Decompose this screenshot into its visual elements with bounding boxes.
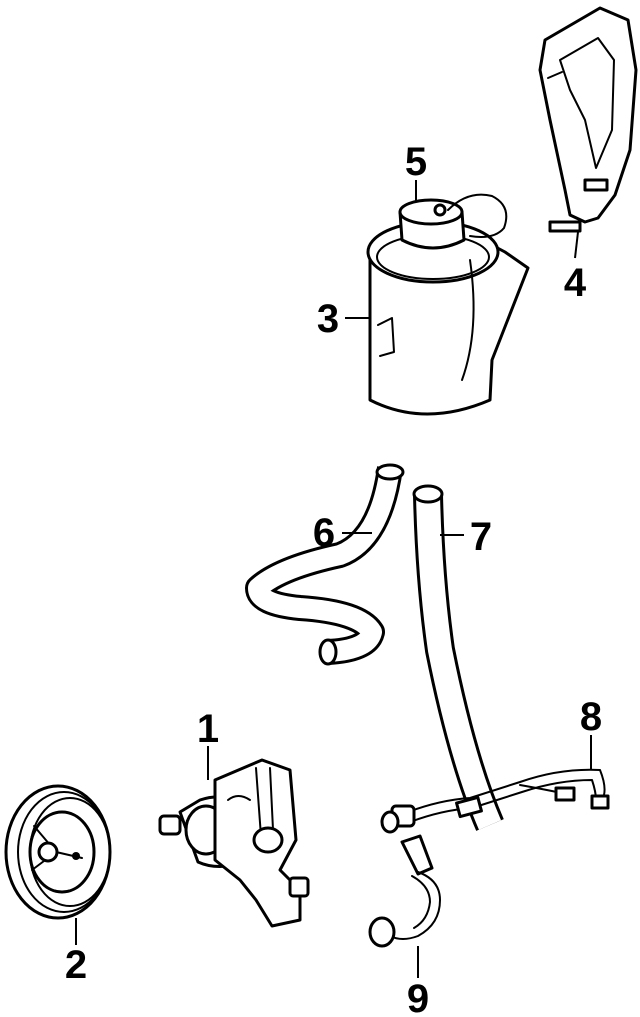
callout-3: 3 <box>317 297 339 341</box>
pulley <box>4 784 112 920</box>
callout-9: 9 <box>407 977 429 1017</box>
callout-7: 7 <box>470 515 492 559</box>
reservoir-bracket <box>538 6 638 233</box>
callout-5: 5 <box>405 140 427 184</box>
reservoir <box>366 220 530 416</box>
callout-4: 4 <box>564 261 587 305</box>
reservoir-cap <box>398 193 508 250</box>
callout-2: 2 <box>65 943 87 987</box>
leader-lines <box>75 180 592 978</box>
pressure-line <box>380 768 610 834</box>
bracket-stud <box>548 220 582 233</box>
return-line <box>368 834 441 948</box>
callout-1: 1 <box>197 707 219 751</box>
bracket-stud <box>583 178 609 192</box>
callout-8: 8 <box>580 695 602 739</box>
return-hose <box>245 463 405 666</box>
callouts: 5 3 4 6 7 8 1 2 9 <box>65 140 602 1017</box>
supply-hose <box>412 484 504 831</box>
callout-6: 6 <box>313 511 335 555</box>
power-steering-pump <box>158 758 310 928</box>
